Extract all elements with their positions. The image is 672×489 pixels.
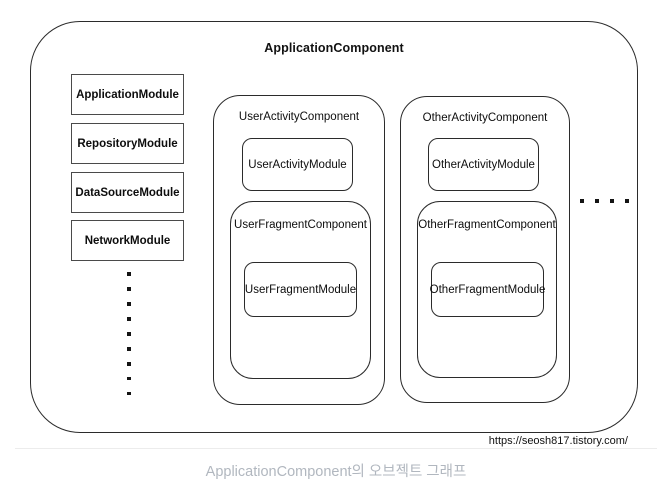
ellipsis-dot <box>127 331 131 336</box>
module-label: ApplicationModule <box>76 88 179 101</box>
user-fragment-component-box: UserFragmentComponent UserFragmentModule <box>230 201 371 379</box>
user-fragment-module-box: UserFragmentModule <box>244 262 357 317</box>
module-label: UserFragmentModule <box>244 283 357 296</box>
module-box-application-module: ApplicationModule <box>71 74 184 115</box>
user-activity-component-label: UserActivityComponent <box>238 111 360 123</box>
ellipsis-dot <box>580 199 584 203</box>
module-label: OtherActivityModule <box>432 158 535 171</box>
other-fragment-module-box: OtherFragmentModule <box>429 262 546 317</box>
module-label: NetworkModule <box>84 234 171 247</box>
figure-caption: ApplicationComponent의 오브젝트 그래프 <box>205 464 467 480</box>
ellipsis-dot <box>127 301 131 306</box>
ellipsis-dot <box>594 199 599 203</box>
other-activity-component-label: OtherActivityComponent <box>422 112 548 124</box>
ellipsis-dot <box>127 361 131 366</box>
ellipsis-dot <box>127 286 131 291</box>
other-fragment-component-box: OtherFragmentComponent OtherFragmentModu… <box>417 201 557 378</box>
user-activity-component-box: UserActivityComponent UserActivityModule… <box>213 95 385 405</box>
other-activity-component-box: OtherActivityComponent OtherActivityModu… <box>400 96 570 403</box>
other-fragment-component-label: OtherFragmentComponent <box>418 219 556 231</box>
ellipsis-dot <box>127 272 131 276</box>
module-label: UserActivityModule <box>248 158 347 171</box>
user-fragment-component-label: UserFragmentComponent <box>234 219 367 231</box>
user-activity-module-box: UserActivityModule <box>242 138 353 191</box>
ellipsis-dot <box>127 316 131 321</box>
module-label: DataSourceModule <box>75 186 180 199</box>
module-box-repository-module: RepositoryModule <box>71 123 184 164</box>
ellipsis-dot <box>624 199 629 203</box>
ellipsis-dot <box>609 199 614 203</box>
application-component-title: ApplicationComponent <box>264 41 404 55</box>
module-label: OtherFragmentModule <box>429 283 546 296</box>
image-bottom-divider <box>15 448 657 449</box>
ellipsis-dot <box>127 391 131 396</box>
module-box-network-module: NetworkModule <box>71 220 184 261</box>
other-activity-module-box: OtherActivityModule <box>428 138 539 191</box>
watermark-url: https://seosh817.tistory.com/ <box>488 435 628 447</box>
horizontal-ellipsis-dots <box>580 199 629 203</box>
module-box-datasource-module: DataSourceModule <box>71 172 184 213</box>
ellipsis-dot <box>127 346 131 351</box>
ellipsis-dot <box>127 376 131 381</box>
vertical-ellipsis-dots <box>127 272 131 396</box>
module-label: RepositoryModule <box>77 137 178 150</box>
